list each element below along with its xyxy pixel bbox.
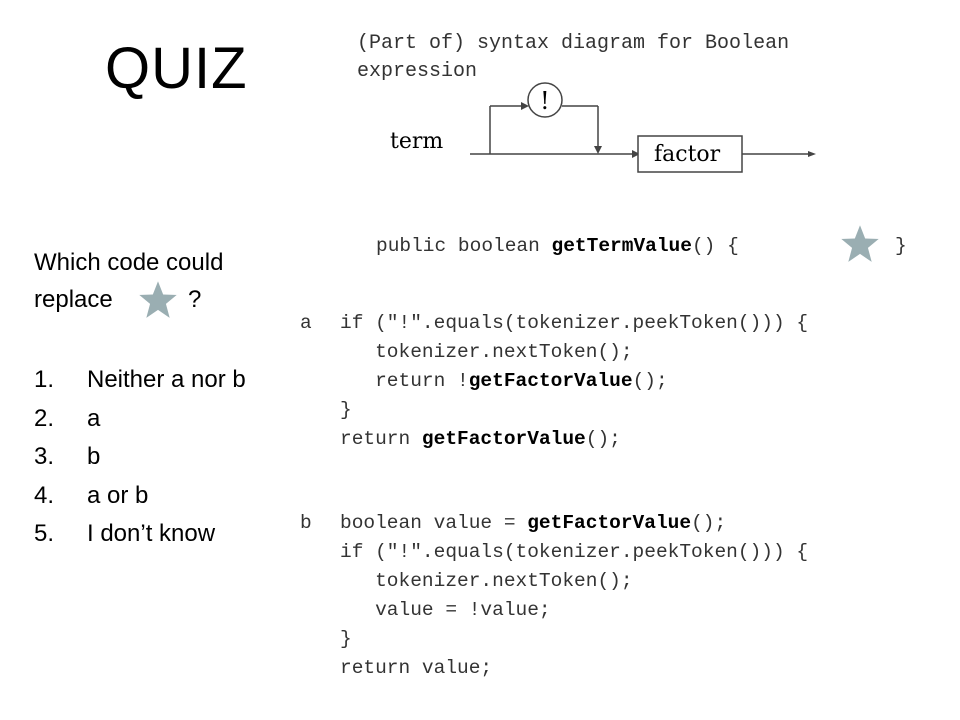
question-replace-text: replace [34,286,113,313]
exit-arrow [808,151,816,157]
option-b-letter: b [300,512,312,534]
question-line-2: replace [34,285,113,315]
code-segment: (); [691,512,727,534]
option-b-code: boolean value = getFactorValue(); if ("!"… [340,509,808,683]
option-a-code: if ("!".equals(tokenizer.peekToken())) {… [340,309,808,454]
code-line: return value; [340,654,808,683]
signature-prefix: public boolean [376,235,552,257]
answer-text: Neither a nor b [87,366,246,393]
code-segment: return ! [340,370,469,392]
signature-close: } [895,235,907,257]
answer-number: 3. [34,443,55,470]
slide-title: QUIZ [105,36,248,101]
code-segment: getFactorValue [468,370,633,392]
code-segment: value = !value; [340,599,551,621]
code-segment: boolean value = [340,512,528,534]
star-icon [136,278,180,321]
code-segment: return [340,428,422,450]
code-line: } [340,625,808,654]
answer-number: 5. [34,520,55,547]
answer-option: 2. a [34,404,246,443]
code-line: value = !value; [340,596,808,625]
code-segment: tokenizer.nextToken(); [340,570,633,592]
diagram-caption: (Part of) syntax diagram for Boolean exp… [357,32,790,83]
question-line-1: Which code could [34,249,224,276]
star-icon [838,222,882,265]
answer-option: 4. a or b [34,481,246,520]
arrow-into-factor [632,150,640,158]
code-segment: } [340,399,352,421]
code-segment: getFactorValue [421,428,586,450]
answer-text: a or b [87,481,149,509]
arrow-into-not [521,102,529,110]
answer-option: 1. Neither a nor b [34,365,246,404]
arrow-loop-down [594,146,602,154]
not-circle [527,82,563,118]
answer-option: 5. I don’t know [34,519,246,558]
factor-box [637,135,743,173]
signature-method: getTermValue [551,235,692,257]
code-segment: if ("!".equals(tokenizer.peekToken())) { [340,541,809,563]
code-line: if ("!".equals(tokenizer.peekToken())) { [340,538,808,567]
code-segment: tokenizer.nextToken(); [340,341,633,363]
question-mark: ? [188,286,202,313]
code-segment: getFactorValue [527,512,692,534]
answer-text: I don’t know [87,520,216,547]
code-line: return getFactorValue(); [340,425,808,454]
not-symbol: ! [540,87,550,115]
answer-list: 1. Neither a nor b 2. a 3. b 4. a or b 5. I don’t… [34,365,246,558]
code-segment: } [340,628,352,650]
answer-option: 3. b [34,442,246,481]
answer-number: 1. [34,366,55,393]
code-line: tokenizer.nextToken(); [340,338,808,367]
code-segment: (); [585,428,621,450]
code-line: } [340,396,808,425]
signature-suffix: () { [691,235,751,257]
answer-number: 4. [34,481,55,509]
method-signature: public boolean getTermValue() { [376,232,750,260]
syntax-diagram: term ! factor [390,82,816,173]
code-segment: return value; [340,657,493,679]
code-line: if ("!".equals(tokenizer.peekToken())) { [340,309,808,338]
code-segment: if ("!".equals(tokenizer.peekToken())) { [340,312,809,334]
option-a-letter: a [300,312,312,334]
code-line: boolean value = getFactorValue(); [340,509,808,538]
code-segment: (); [632,370,668,392]
factor-label: factor [654,142,721,167]
answer-number: 2. [34,404,55,432]
code-line: tokenizer.nextToken(); [340,567,808,596]
answer-text: a [87,404,101,432]
answer-text: b [87,443,101,470]
code-line: return !getFactorValue(); [340,367,808,396]
term-label: term [390,129,443,154]
